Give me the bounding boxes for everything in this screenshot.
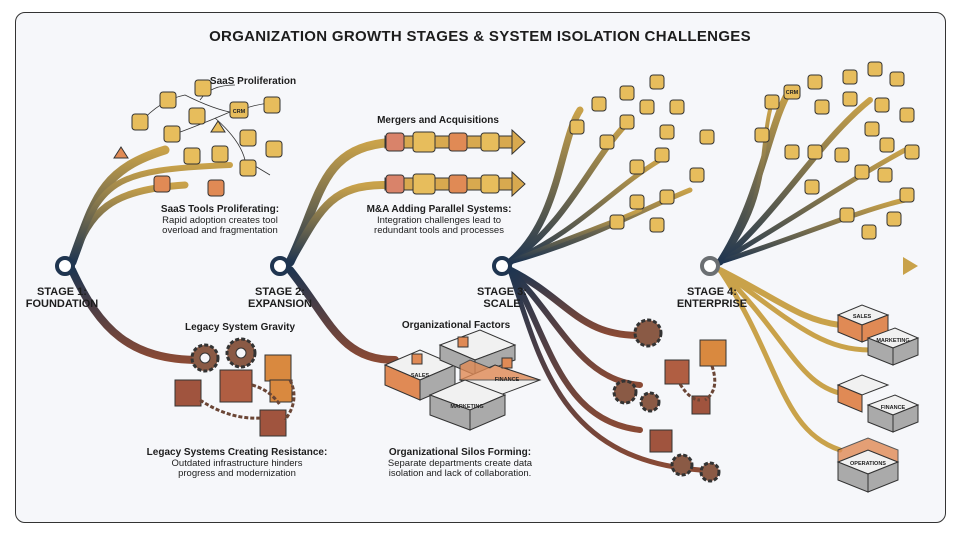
saas-heading: SaaS Proliferation — [210, 76, 296, 87]
stage3-branches — [506, 106, 703, 473]
enterprise-silo-label-operations: OPERATIONS — [850, 461, 886, 467]
stage-nodes — [55, 256, 720, 276]
timeline-arrowhead — [903, 257, 918, 275]
saas-caption-line: overload and fragmentation — [162, 225, 278, 236]
org-caption-line: isolation and lack of collaboration. — [389, 468, 532, 479]
org-silo-label-finance: FINANCE — [495, 377, 520, 383]
enterprise-silo-label-finance: FINANCE — [881, 405, 906, 411]
legacy-caption-line: progress and modernization — [178, 468, 296, 479]
stage2-number: STAGE 2: — [255, 286, 305, 298]
mergers-pipelines — [384, 128, 526, 198]
stage4-crm-label: CRM — [786, 90, 799, 96]
mergers-caption-title: M&A Adding Parallel Systems: — [367, 204, 512, 215]
mergers-heading: Mergers and Acquisitions — [377, 115, 499, 126]
page-title: ORGANIZATION GROWTH STAGES & SYSTEM ISOL… — [209, 28, 751, 45]
org-heading: Organizational Factors — [402, 320, 511, 331]
stage1-number: STAGE 1: — [37, 286, 87, 298]
enterprise-silo-label-marketing: MARKETING — [876, 338, 909, 344]
stage4-node — [700, 256, 720, 276]
org-caption-title: Organizational Silos Forming: — [389, 447, 531, 458]
stage4-tool-icons — [754, 61, 920, 240]
stage1-name: FOUNDATION — [26, 298, 99, 310]
org-silos — [383, 329, 542, 431]
enterprise-silo-label-sales: SALES — [853, 314, 872, 320]
legacy-caption-line: Outdated infrastructure hinders — [172, 458, 303, 469]
saas-tool-icons — [113, 79, 283, 197]
legacy-gears-blocks — [174, 337, 296, 437]
legacy-caption-title: Legacy Systems Creating Resistance: — [147, 447, 328, 458]
saas-crm-label: CRM — [233, 109, 246, 115]
stage2-name: EXPANSION — [248, 298, 312, 310]
stage3-node — [492, 256, 512, 276]
stage-labels: STAGE 1: FOUNDATION STAGE 2: EXPANSION S… — [26, 286, 747, 310]
stage4-name: ENTERPRISE — [677, 298, 747, 310]
saas-caption-title: SaaS Tools Proliferating: — [161, 204, 279, 215]
stage4-branches — [716, 86, 908, 453]
org-caption-line: Separate departments create data — [388, 458, 533, 469]
mergers-caption-line: redundant tools and processes — [374, 225, 504, 236]
stage4-number: STAGE 4: — [687, 286, 737, 298]
stage2-branches — [285, 138, 399, 364]
saas-caption-line: Rapid adoption creates tool — [162, 215, 278, 226]
org-silo-label-marketing: MARKETING — [450, 404, 483, 410]
stage3-tool-icons — [569, 74, 715, 233]
enterprise-silos — [836, 304, 920, 493]
stage3-number: STAGE 3: — [477, 286, 527, 298]
org-silo-label-sales: SALES — [411, 373, 430, 379]
stage3-legacy-gears — [612, 318, 727, 483]
stage1-node — [55, 256, 75, 276]
mergers-caption-line: Integration challenges lead to — [377, 215, 501, 226]
stage3-name: SCALE — [483, 298, 520, 310]
stage2-node — [270, 256, 290, 276]
legacy-heading: Legacy System Gravity — [185, 322, 295, 333]
